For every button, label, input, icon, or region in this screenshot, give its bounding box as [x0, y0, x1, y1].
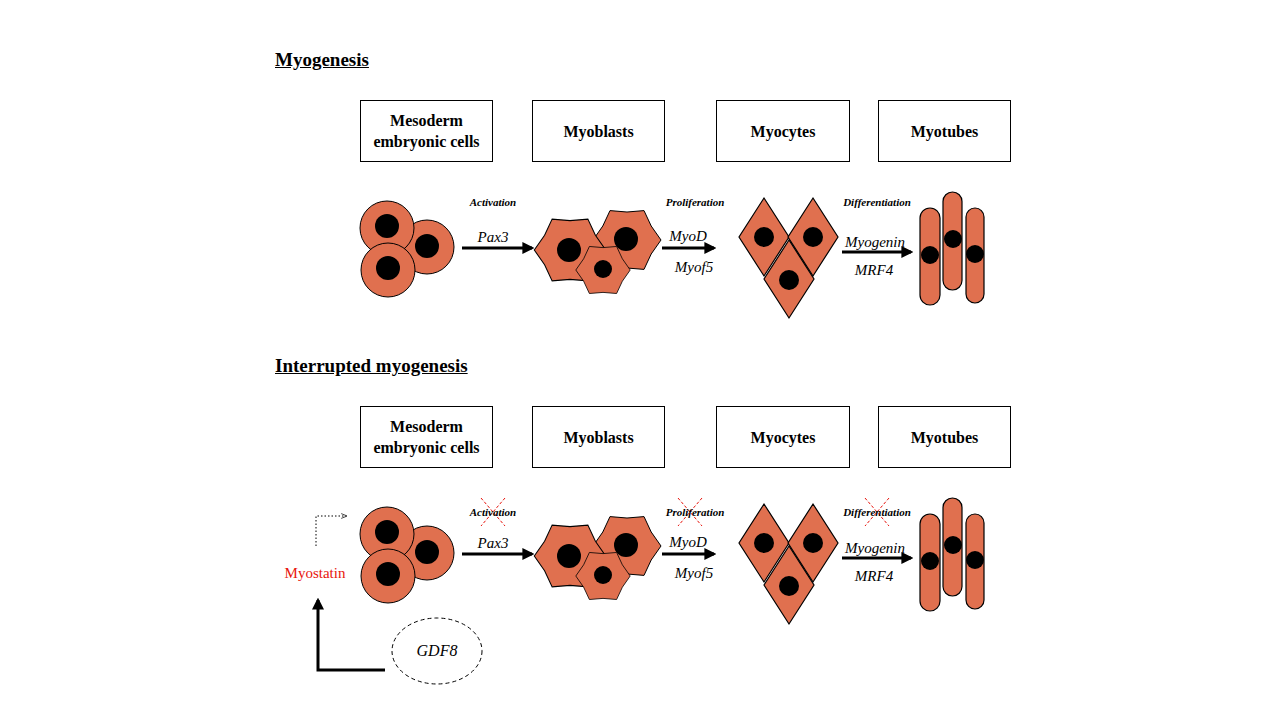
myocyte-cells — [739, 198, 838, 318]
ellipse-outline — [392, 618, 482, 684]
stage-box: Myocytes — [716, 100, 850, 162]
nucleus — [966, 245, 984, 263]
stage-name: Myoblasts — [563, 427, 633, 448]
gene-label: MRF4 — [855, 262, 893, 279]
expression-arrow — [318, 600, 385, 670]
nucleus — [557, 238, 581, 262]
step-label: Proliferation — [666, 196, 725, 208]
gene-label: Pax3 — [478, 229, 509, 246]
stage-box: Mesoderm embryonic cells — [360, 100, 493, 162]
gene-label: MyoD — [669, 228, 707, 245]
gene-label: Myogenin — [845, 234, 905, 251]
myocyte — [764, 240, 814, 318]
step-arrow — [662, 247, 714, 250]
block-crosses — [481, 498, 889, 526]
protein-label: Myostatin — [285, 565, 346, 582]
stage-name: Myocytes — [751, 427, 816, 448]
stage-name: Myotubes — [911, 427, 979, 448]
step-arrows — [462, 248, 911, 252]
step-label: Differentiation — [843, 196, 911, 208]
stage-name: Myotubes — [911, 121, 979, 142]
cell-row — [360, 498, 984, 624]
gene-label: Myof5 — [675, 565, 713, 582]
stage-name: Mesoderm embryonic cells — [361, 416, 492, 458]
step-arrow — [842, 251, 911, 254]
nucleus — [375, 214, 399, 238]
myoblast — [576, 246, 630, 293]
nucleus — [779, 270, 799, 290]
step-arrow — [462, 247, 532, 250]
gene-label: Myof5 — [675, 259, 713, 276]
cell-row — [360, 192, 984, 318]
mesoderm-cells — [360, 201, 454, 297]
stage-name: Mesoderm embryonic cells — [361, 110, 492, 152]
gene-name: GDF8 — [417, 642, 458, 660]
stage-box: Myotubes — [878, 100, 1011, 162]
inhibition-arrow — [316, 516, 346, 546]
gene-label: Pax3 — [478, 535, 509, 552]
stage-box: Myoblasts — [532, 406, 665, 468]
gene-ellipse: GDF8 — [391, 617, 483, 685]
section-heading: Interrupted myogenesis — [275, 355, 468, 377]
nucleus — [921, 246, 939, 264]
myotube — [920, 208, 940, 305]
gene-label: MyoD — [669, 534, 707, 551]
step-label: Activation — [470, 506, 516, 518]
nucleus — [944, 230, 962, 248]
stage-box: Myoblasts — [532, 100, 665, 162]
nucleus — [415, 234, 439, 258]
myoblast-cells — [534, 211, 661, 294]
step-label: Differentiation — [843, 506, 911, 518]
gene-label: MRF4 — [855, 568, 893, 585]
gene-label: Myogenin — [845, 540, 905, 557]
stage-name: Myoblasts — [563, 121, 633, 142]
myotube — [943, 192, 962, 290]
nucleus — [614, 227, 638, 251]
nucleus — [803, 227, 823, 247]
myotube-cells — [920, 192, 984, 305]
nucleus — [754, 227, 774, 247]
section-heading: Myogenesis — [275, 49, 369, 71]
stage-name: Myocytes — [751, 121, 816, 142]
stage-box: Myocytes — [716, 406, 850, 468]
nucleus — [376, 256, 400, 280]
stage-box: Myotubes — [878, 406, 1011, 468]
myotube — [966, 208, 984, 303]
stage-box: Mesoderm embryonic cells — [360, 406, 493, 468]
cell — [361, 243, 415, 297]
step-label: Proliferation — [666, 506, 725, 518]
step-label: Activation — [470, 196, 516, 208]
nucleus — [594, 260, 612, 278]
